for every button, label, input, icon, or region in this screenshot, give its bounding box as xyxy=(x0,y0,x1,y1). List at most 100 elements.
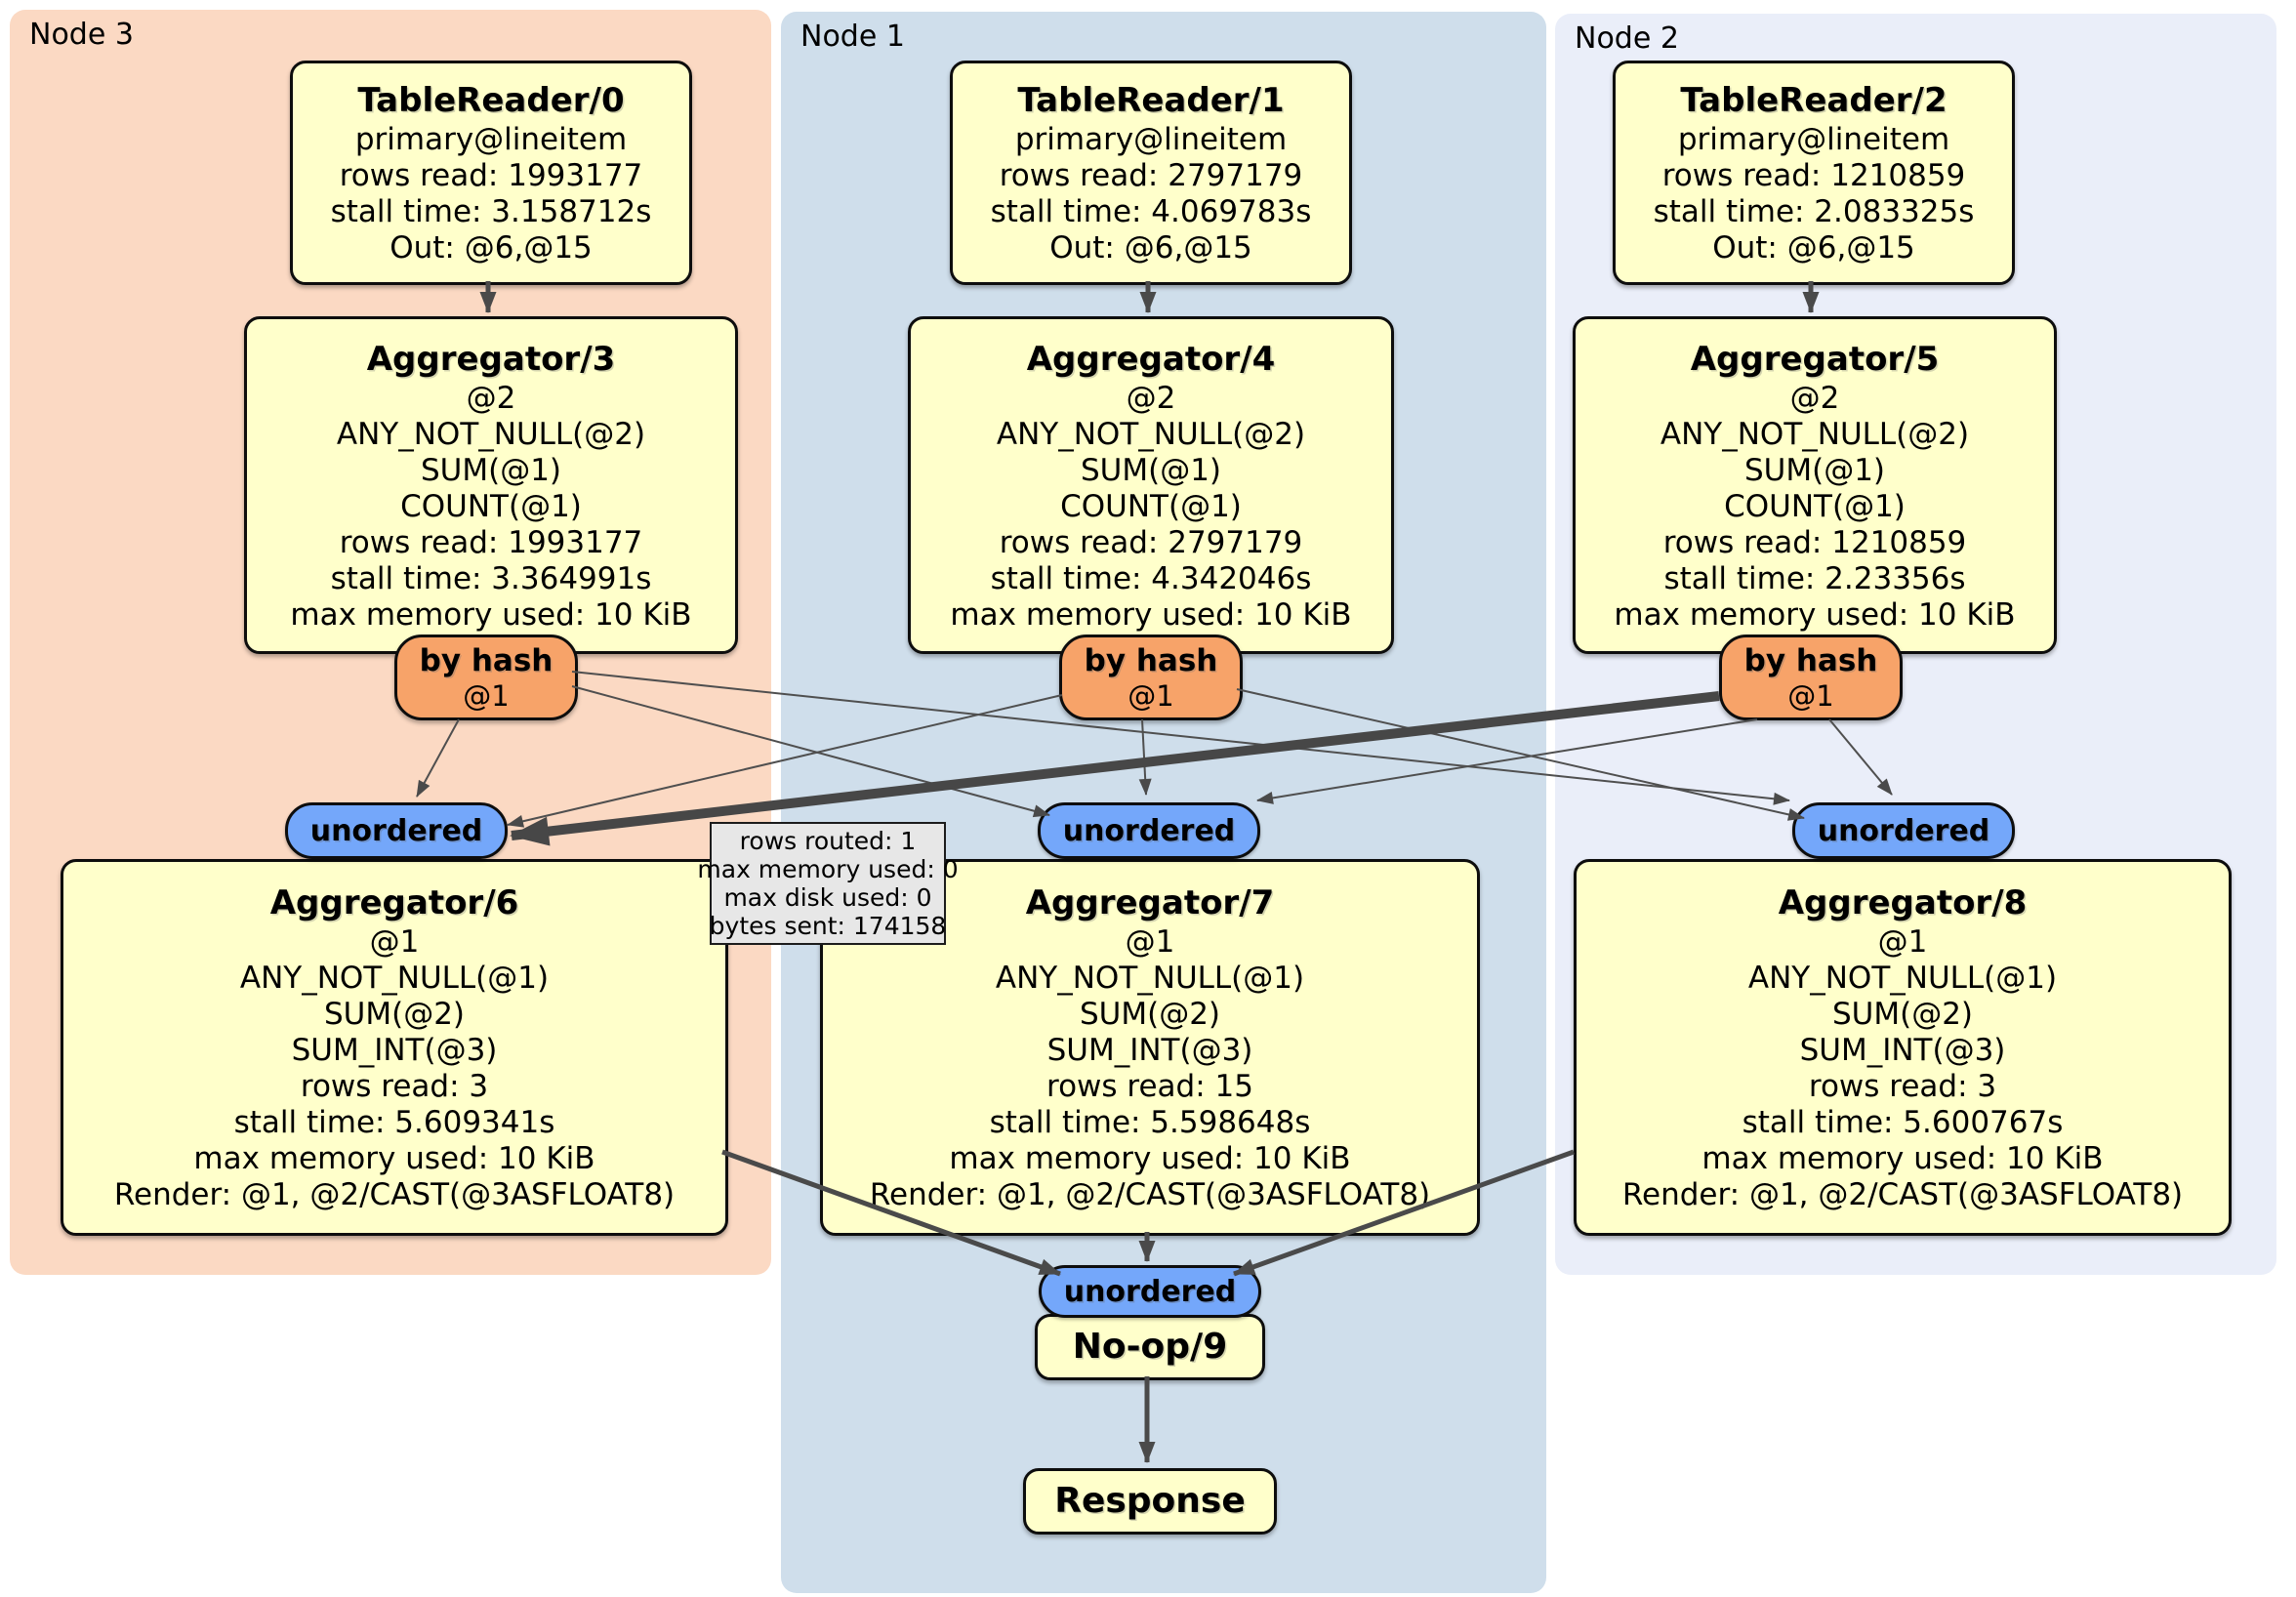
processor-detail: ANY_NOT_NULL(@1) xyxy=(1747,961,2058,996)
processor-detail: rows read: 1210859 xyxy=(1661,158,1966,193)
processor-detail: stall time: 3.158712s xyxy=(330,194,652,229)
router-detail: @1 xyxy=(1787,678,1834,713)
processor-detail: rows read: 3 xyxy=(300,1069,489,1104)
processor-detail: rows read: 1993177 xyxy=(339,524,643,560)
stream-label: unordered xyxy=(1817,813,1990,848)
processor-response: Response xyxy=(1023,1468,1277,1535)
processor-detail: primary@lineitem xyxy=(1677,122,1950,157)
processor-detail: rows read: 2797179 xyxy=(999,158,1303,193)
stream-label: unordered xyxy=(1063,1274,1237,1309)
tooltip-rows-routed: rows routed: 1 xyxy=(739,827,917,855)
processor-detail: rows read: 2797179 xyxy=(999,524,1303,560)
processor-detail: max memory used: 10 KiB xyxy=(950,596,1352,633)
processor-detail: stall time: 3.364991s xyxy=(330,560,652,596)
processor-detail: max memory used: 10 KiB xyxy=(290,596,692,633)
tooltip-max-memory: max memory used: 0 xyxy=(697,855,959,883)
edge-tooltip: rows routed: 1 max memory used: 0 max di… xyxy=(697,822,959,945)
processor-title: Aggregator/5 xyxy=(1690,339,1940,379)
router-detail: @1 xyxy=(1128,678,1174,713)
processor-detail: rows read: 3 xyxy=(1808,1069,1997,1104)
processor-title: TableReader/2 xyxy=(1680,81,1948,120)
processor-detail: stall time: 4.069783s xyxy=(990,194,1312,229)
processor-detail: stall time: 2.083325s xyxy=(1653,194,1975,229)
processor-aggregator-4: Aggregator/4 @2 ANY_NOT_NULL(@2) SUM(@1)… xyxy=(908,316,1394,654)
stream-unordered-node1: unordered xyxy=(1038,802,1260,859)
router-label: by hash xyxy=(419,642,554,678)
processor-detail: @1 xyxy=(1877,924,1928,960)
processor-detail: max memory used: 10 KiB xyxy=(193,1141,595,1176)
processor-title: Aggregator/3 xyxy=(366,339,616,379)
panel-node-2-label: Node 2 xyxy=(1575,21,1679,56)
processor-detail: SUM(@2) xyxy=(323,997,466,1032)
router-by-hash-node1: by hash @1 xyxy=(1059,635,1243,720)
stream-unordered-final: unordered xyxy=(1039,1265,1261,1318)
processor-detail: stall time: 2.23356s xyxy=(1663,560,1966,596)
processor-detail: stall time: 5.600767s xyxy=(1742,1105,2064,1140)
panel-node-1-label: Node 1 xyxy=(800,20,905,54)
processor-detail: @1 xyxy=(1125,924,1175,960)
processor-detail: primary@lineitem xyxy=(1014,122,1288,157)
processor-title: TableReader/1 xyxy=(1017,81,1285,120)
processor-detail: @2 xyxy=(1126,380,1176,416)
processor-detail: Render: @1, @2/CAST(@3ASFLOAT8) xyxy=(113,1177,676,1212)
processor-detail: COUNT(@1) xyxy=(1060,488,1242,524)
processor-detail: COUNT(@1) xyxy=(400,488,582,524)
processor-title: Aggregator/6 xyxy=(269,883,519,922)
processor-tablereader-1: TableReader/1 primary@lineitem rows read… xyxy=(950,61,1352,285)
processor-title: Aggregator/8 xyxy=(1778,883,2028,922)
router-detail: @1 xyxy=(463,678,510,713)
router-by-hash-node2: by hash @1 xyxy=(1719,635,1903,720)
processor-detail: rows read: 1210859 xyxy=(1662,524,1967,560)
processor-detail: ANY_NOT_NULL(@2) xyxy=(336,416,646,452)
processor-detail: SUM(@2) xyxy=(1079,997,1221,1032)
processor-detail: stall time: 4.342046s xyxy=(990,560,1312,596)
processor-detail: Out: @6,@15 xyxy=(1049,230,1252,266)
processor-detail: ANY_NOT_NULL(@2) xyxy=(1660,416,1970,452)
processor-detail: stall time: 5.609341s xyxy=(233,1105,555,1140)
processor-detail: SUM_INT(@3) xyxy=(291,1033,498,1068)
processor-detail: SUM_INT(@3) xyxy=(1046,1033,1253,1068)
processor-detail: stall time: 5.598648s xyxy=(989,1105,1311,1140)
processor-detail: ANY_NOT_NULL(@1) xyxy=(995,961,1305,996)
processor-aggregator-5: Aggregator/5 @2 ANY_NOT_NULL(@2) SUM(@1)… xyxy=(1573,316,2057,654)
processor-aggregator-8: Aggregator/8 @1 ANY_NOT_NULL(@1) SUM(@2)… xyxy=(1574,859,2232,1236)
processor-aggregator-6: Aggregator/6 @1 ANY_NOT_NULL(@1) SUM(@2)… xyxy=(61,859,728,1236)
stream-label: unordered xyxy=(309,813,483,848)
processor-noop-9: No-op/9 xyxy=(1035,1314,1265,1380)
processor-detail: ANY_NOT_NULL(@2) xyxy=(996,416,1306,452)
processor-detail: @2 xyxy=(1789,380,1840,416)
processor-tablereader-0: TableReader/0 primary@lineitem rows read… xyxy=(290,61,692,285)
processor-detail: @1 xyxy=(369,924,420,960)
processor-detail: SUM(@1) xyxy=(1080,452,1222,488)
tooltip-max-disk: max disk used: 0 xyxy=(723,883,932,912)
processor-title: Aggregator/7 xyxy=(1025,883,1275,922)
processor-title: Aggregator/4 xyxy=(1026,339,1276,379)
processor-detail: max memory used: 10 KiB xyxy=(1614,596,2016,633)
processor-detail: primary@lineitem xyxy=(354,122,628,157)
processor-detail: @2 xyxy=(466,380,516,416)
processor-detail: Render: @1, @2/CAST(@3ASFLOAT8) xyxy=(1621,1177,2184,1212)
processor-title: TableReader/0 xyxy=(357,81,625,120)
processor-detail: rows read: 15 xyxy=(1046,1069,1253,1104)
processor-detail: SUM(@1) xyxy=(420,452,562,488)
router-label: by hash xyxy=(1743,642,1878,678)
processor-detail: Render: @1, @2/CAST(@3ASFLOAT8) xyxy=(869,1177,1431,1212)
processor-detail: SUM_INT(@3) xyxy=(1799,1033,2006,1068)
tooltip-bytes-sent: bytes sent: 174158 xyxy=(709,912,947,940)
processor-detail: COUNT(@1) xyxy=(1724,488,1906,524)
processor-title: No-op/9 xyxy=(1072,1327,1228,1367)
processor-detail: Out: @6,@15 xyxy=(390,230,593,266)
processor-detail: SUM(@2) xyxy=(1831,997,1974,1032)
processor-title: Response xyxy=(1054,1481,1246,1521)
stream-label: unordered xyxy=(1062,813,1236,848)
processor-detail: SUM(@1) xyxy=(1743,452,1886,488)
router-by-hash-node3: by hash @1 xyxy=(394,635,578,720)
panel-node-3-label: Node 3 xyxy=(29,18,134,52)
processor-aggregator-3: Aggregator/3 @2 ANY_NOT_NULL(@2) SUM(@1)… xyxy=(244,316,738,654)
router-label: by hash xyxy=(1084,642,1218,678)
processor-detail: ANY_NOT_NULL(@1) xyxy=(239,961,550,996)
processor-detail: max memory used: 10 KiB xyxy=(1702,1141,2104,1176)
processor-detail: rows read: 1993177 xyxy=(339,158,643,193)
processor-tablereader-2: TableReader/2 primary@lineitem rows read… xyxy=(1613,61,2015,285)
stream-unordered-node3: unordered xyxy=(285,802,508,859)
